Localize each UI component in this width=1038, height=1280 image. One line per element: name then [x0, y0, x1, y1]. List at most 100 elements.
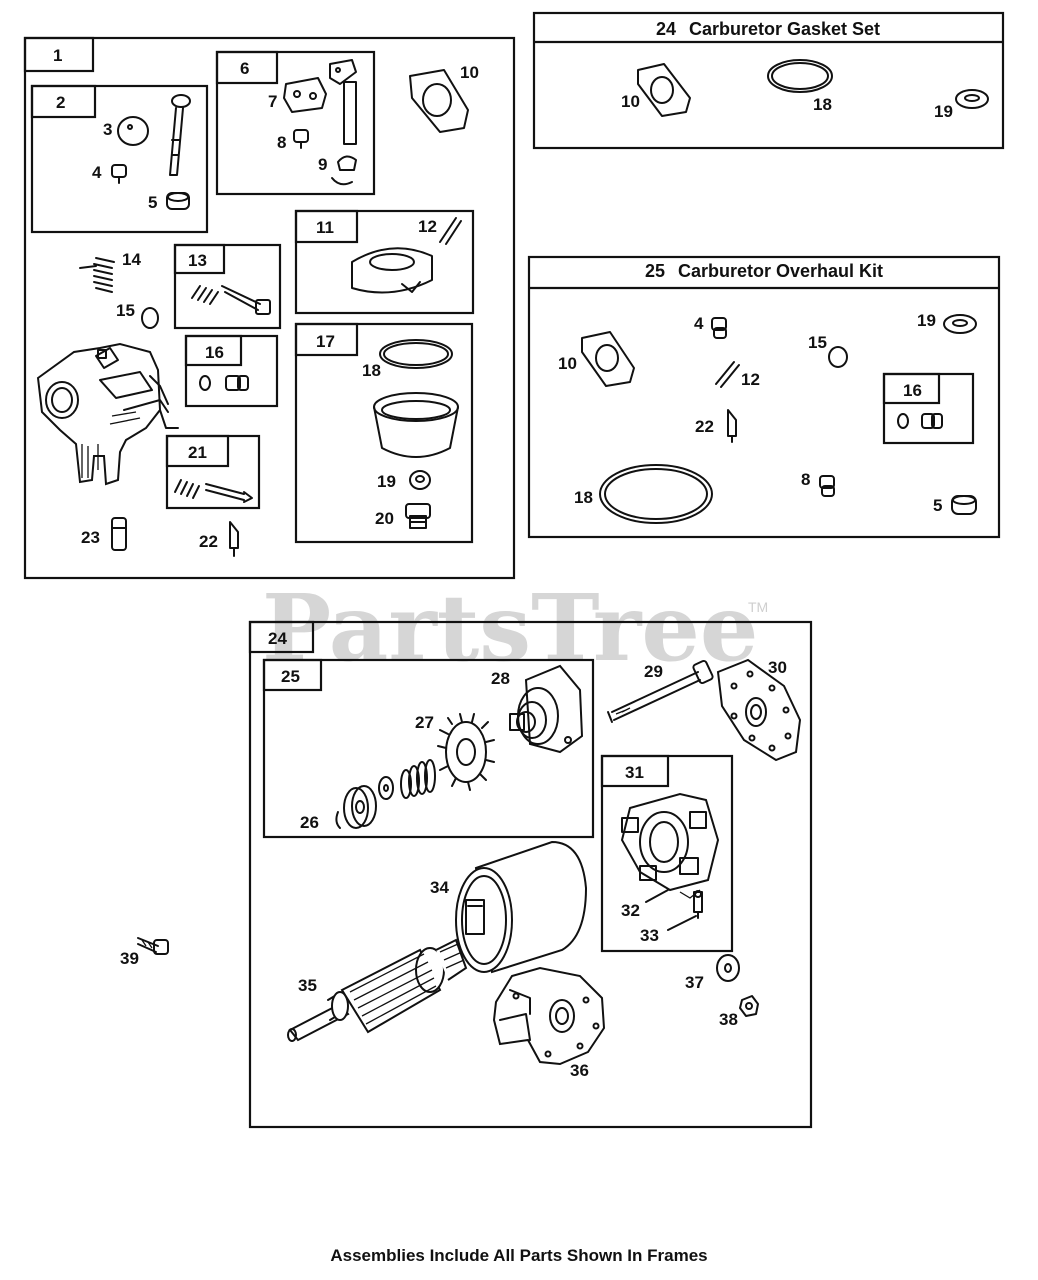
frame-drive-kit: 25 28 27 — [262, 658, 595, 839]
plug-icon — [921, 413, 943, 429]
frame-label-13: 13 — [188, 251, 207, 270]
part-label-7: 7 — [268, 92, 277, 111]
choke-plate-icon — [283, 77, 327, 113]
part-label-3: 3 — [103, 120, 112, 139]
part-label-39: 39 — [120, 949, 139, 968]
gasket-set-title: Carburetor Gasket Set — [689, 19, 880, 39]
part-label-14: 14 — [122, 250, 141, 269]
frame-jet-kit: 2 3 4 5 — [30, 84, 209, 234]
part-label-33: 33 — [640, 926, 659, 945]
choke-shaft-icon — [329, 59, 357, 145]
cover-plate-icon — [716, 658, 802, 762]
o-ring-icon — [767, 59, 833, 93]
frame-overhaul-plug-kit — [882, 372, 975, 445]
screw-icon — [819, 475, 835, 497]
part-label-12-overhaul: 12 — [741, 370, 760, 389]
part-label-10: 10 — [460, 63, 479, 82]
part-label-22-overhaul: 22 — [695, 417, 714, 436]
part-label-32: 32 — [621, 901, 640, 920]
washer-icon — [166, 192, 190, 210]
overhaul-kit-box: 25 Carburetor Overhaul Kit 10 4 15 19 12… — [527, 255, 1001, 539]
screw-icon — [111, 164, 127, 184]
part-label-10-gasket-set: 10 — [621, 92, 640, 111]
frame-label-16: 16 — [205, 343, 224, 362]
frame-label-31: 31 — [625, 763, 644, 782]
plug-icon — [225, 375, 249, 391]
part-label-28: 28 — [491, 669, 510, 688]
o-ring-icon — [141, 307, 159, 329]
needle-valve-icon — [205, 483, 253, 503]
needle-valve-icon — [229, 521, 239, 557]
pinion-gear-icon — [437, 713, 495, 791]
o-ring-icon — [199, 375, 211, 391]
footer-note: Assemblies Include All Parts Shown In Fr… — [330, 1246, 708, 1265]
part-label-4-overhaul: 4 — [694, 314, 704, 333]
part-label-10-overhaul: 10 — [558, 354, 577, 373]
part-label-4: 4 — [92, 163, 102, 182]
part-label-35: 35 — [298, 976, 317, 995]
bowl-nut-icon — [405, 503, 431, 529]
float-icon — [351, 247, 433, 294]
frame-label-16-overhaul: 16 — [903, 381, 922, 400]
part-label-5-overhaul: 5 — [933, 496, 942, 515]
terminal-icon — [693, 890, 703, 919]
frame-valve-kit: 21 — [165, 434, 261, 510]
armature-icon — [287, 938, 468, 1042]
frame-starter-motor: 24 — [248, 620, 813, 1129]
part-label-12: 12 — [418, 217, 437, 236]
spring-icon — [79, 257, 115, 293]
disc-icon — [117, 116, 149, 146]
o-ring-icon — [828, 346, 848, 368]
o-ring-icon — [379, 339, 453, 369]
shaft-icon — [169, 94, 191, 176]
brush-holder-icon — [620, 792, 720, 899]
part-label-15-overhaul: 15 — [808, 333, 827, 352]
part-label-29: 29 — [644, 662, 663, 681]
part-label-15: 15 — [116, 301, 135, 320]
overhaul-kit-title: Carburetor Overhaul Kit — [678, 261, 883, 281]
spring-icon — [174, 479, 200, 499]
screw-icon — [293, 129, 309, 149]
retaining-ring-icon — [335, 811, 341, 829]
part-label-23: 23 — [81, 528, 100, 547]
part-label-22: 22 — [199, 532, 218, 551]
washer-icon — [378, 776, 394, 800]
frame-brush-kit: 31 32 33 — [600, 754, 734, 953]
part-label-18-gasket-set: 18 — [813, 95, 832, 114]
gasket-icon — [637, 63, 691, 117]
frame-label-21: 21 — [188, 443, 207, 462]
part-label-27: 27 — [415, 713, 434, 732]
frame-label-24: 24 — [268, 629, 287, 648]
part-label-19-gasket-set: 19 — [934, 102, 953, 121]
washer-icon — [943, 314, 977, 334]
bolt-icon — [137, 937, 169, 955]
frame-label-2: 2 — [56, 93, 65, 112]
part-label-9: 9 — [318, 155, 327, 174]
gasket-icon — [581, 331, 635, 387]
frame-label-1: 1 — [53, 46, 62, 65]
gasket-icon — [409, 69, 469, 133]
fuel-bowl-icon — [373, 392, 459, 458]
carburetor-icon — [36, 342, 179, 486]
part-label-20: 20 — [375, 509, 394, 528]
screw-icon — [711, 317, 727, 339]
part-label-8-overhaul: 8 — [801, 470, 810, 489]
motor-housing-icon — [455, 840, 588, 974]
watermark: PartsTree — [262, 574, 758, 682]
spring-icon — [400, 759, 436, 799]
frame-carburetor-assembly: 1 — [23, 36, 516, 580]
thru-bolt-icon — [607, 659, 714, 723]
part-label-38: 38 — [719, 1010, 738, 1029]
bracket-icon — [492, 966, 606, 1066]
part-label-26: 26 — [300, 813, 319, 832]
part-label-19: 19 — [377, 472, 396, 491]
needle-valve-icon — [727, 409, 737, 443]
pin-icon — [715, 361, 740, 388]
part-label-5: 5 — [148, 193, 157, 212]
frame-screw-kit: 13 — [173, 243, 282, 330]
screw-icon — [221, 285, 271, 315]
gasket-set-box: 24 Carburetor Gasket Set 10 18 19 — [532, 11, 1005, 150]
o-ring-icon — [599, 464, 713, 524]
washer-icon — [955, 89, 989, 109]
